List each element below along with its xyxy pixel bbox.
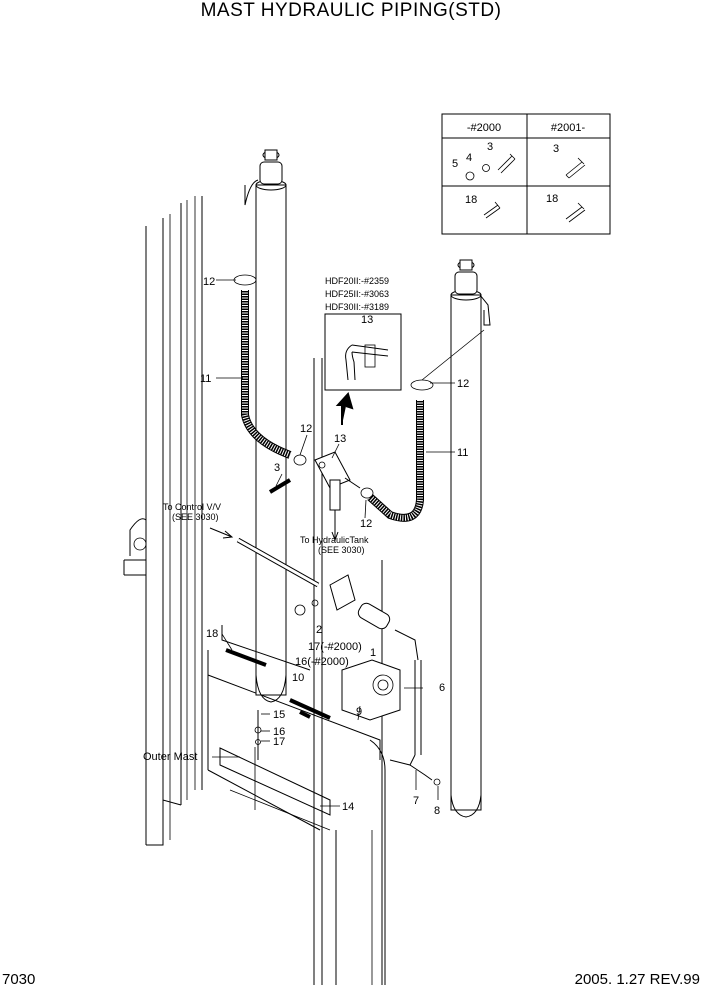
pressure-line [209,527,441,786]
table-part-18: 18 [465,194,477,206]
leader-lines [212,279,455,807]
notes: HDF20II:-#2359 HDF25II:-#3063 HDF30II:-#… [143,276,389,763]
part-label-13: 13 [361,314,373,326]
note-control-valve: To Control V/V [163,502,221,512]
part-label-11: 11 [200,373,211,385]
part-label-10: 10 [292,672,304,684]
part-label-11: 11 [457,447,468,459]
bolt-icon [497,153,516,174]
page-title: MAST HYDRAULIC PIPING(STD) [200,0,502,21]
serial-hdf30: HDF30II:-#3189 [325,302,389,312]
right-hose [367,329,485,522]
part-label-1: 1 [370,647,376,659]
table-part-4: 4 [466,152,472,164]
part-label-16-old: 16(-#2000) [295,656,349,668]
note-outer-mast: Outer Mast [143,751,197,763]
bolt-icon [483,201,501,219]
part-label-13: 13 [334,433,346,445]
part-label-2: 2 [316,624,322,636]
detail-inset [324,313,402,425]
serial-hdf25: HDF25II:-#3063 [325,289,389,299]
part-labels: 12 11 12 11 12 13 13 12 3 2 1 17(-#2000)… [200,276,469,817]
part-label-12: 12 [457,378,469,390]
serial-hdf20: HDF20II:-#2359 [325,276,389,286]
bolt-icon [565,157,586,179]
part-label-16: 16 [273,726,285,738]
nut-icon [482,164,490,172]
bolt-icon [565,202,586,223]
part-label-12: 12 [360,518,372,530]
note-hydraulic-tank: To HydraulicTank [300,535,369,545]
left-lift-cylinder [244,149,287,703]
part-label-14: 14 [342,801,354,813]
table-part-5: 5 [452,158,458,170]
note-control-see: (SEE 3030) [172,512,219,522]
part-label-8: 8 [434,805,440,817]
part-label-12: 12 [300,423,312,435]
table-part-3: 3 [487,141,493,153]
table-part-18-new: 18 [546,193,558,205]
inner-mast-frame [207,358,386,985]
part-label-17-old: 17(-#2000) [308,641,362,653]
tee-fitting [268,451,374,542]
part-label-6: 6 [439,682,445,694]
note-tank-see: (SEE 3030) [318,545,365,555]
part-label-18: 18 [206,628,218,640]
table-part-3-new: 3 [553,143,559,155]
part-label-3: 3 [274,462,280,474]
part-label-12: 12 [203,276,215,288]
part-label-15: 15 [273,709,285,721]
part-label-9: 9 [356,706,362,718]
right-lift-cylinder [450,259,491,818]
part-variant-table: -#2000 #2001- 3 4 5 3 18 18 [441,113,611,235]
table-header-new: #2001- [551,122,586,134]
outer-mast [123,196,203,846]
revision-date: 2005. 1.27 REV.99 [574,971,700,988]
page-number: 7030 [2,971,36,988]
part-label-7: 7 [413,795,419,807]
table-header-old: -#2000 [467,122,501,134]
mount-block [341,659,401,721]
washer-icon [465,171,475,181]
part-label-17: 17 [273,736,285,748]
